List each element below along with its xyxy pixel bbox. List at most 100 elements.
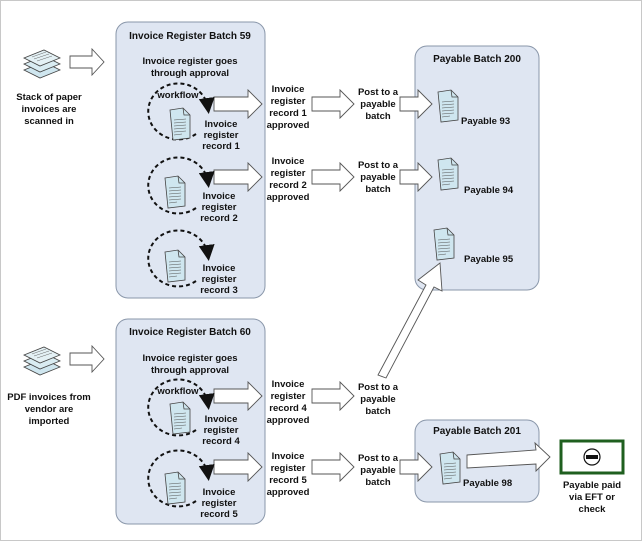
approved5-line-3: record 5 <box>269 475 307 486</box>
batch60-approval-line-2: through approval <box>151 365 229 376</box>
paid-line-2: via EFT or <box>569 492 615 503</box>
invoice-doc-icon-record5 <box>164 471 186 505</box>
pdf-input-line-2: vendor are <box>25 404 74 415</box>
approved1-line-3: record 1 <box>269 108 307 119</box>
arrow-record5-out <box>213 451 263 483</box>
post1-line-1: Post to a <box>358 87 399 98</box>
invoice-doc-icon-record3 <box>164 249 186 283</box>
record1-line-3: record 1 <box>202 141 240 152</box>
record5-line-2: register <box>202 498 237 509</box>
paid-line-3: check <box>579 504 607 515</box>
payable-93-doc-icon <box>437 89 459 123</box>
arrow-payable98-to-paid <box>466 441 551 473</box>
paper-stack-icon <box>23 49 61 79</box>
post5-line-1: Post to a <box>358 453 399 464</box>
approved5-line-2: register <box>271 463 306 474</box>
post4-line-3: batch <box>365 406 391 417</box>
arrow-approved1-to-post <box>311 88 355 120</box>
record1-line-2: register <box>204 130 239 141</box>
post2-line-2: payable <box>360 172 395 183</box>
approved2-line-2: register <box>271 168 306 179</box>
arrow-record4-out <box>213 380 263 412</box>
payable-batch-201-title: Payable Batch 201 <box>433 426 521 437</box>
record2-line-3: record 2 <box>200 213 238 224</box>
workflow-loop-record5 <box>147 449 215 508</box>
payable-98-doc-icon <box>439 451 461 485</box>
pdf-stack-icon <box>23 346 61 376</box>
post1-line-3: batch <box>365 111 391 122</box>
approved5-line-1: Invoice <box>272 451 305 462</box>
approved4-line-3: record 4 <box>269 403 307 414</box>
record3-line-3: record 3 <box>200 285 238 296</box>
record3-line-1: Invoice <box>203 263 236 274</box>
record4-line-1: Invoice <box>205 414 238 425</box>
payable-94-label: Payable 94 <box>464 185 514 196</box>
arrow-pdf-to-batch60 <box>69 344 105 374</box>
post4-line-2: payable <box>360 394 395 405</box>
workflow-label-batch60: workflow <box>156 386 199 397</box>
post2-line-3: batch <box>365 184 391 195</box>
arrow-paper-to-batch59 <box>69 47 105 77</box>
paper-input-line-1: Stack of paper <box>16 92 82 103</box>
payable-94-doc-icon <box>437 157 459 191</box>
post4-line-1: Post to a <box>358 382 399 393</box>
arrow-record1-out <box>213 88 263 120</box>
post2-line-1: Post to a <box>358 160 399 171</box>
record2-line-2: register <box>202 202 237 213</box>
batch60-approval-line-1: Invoice register goes <box>142 353 237 364</box>
workflow-loop-record3 <box>147 229 215 288</box>
batch-59-title: Invoice Register Batch 59 <box>129 31 251 42</box>
invoice-doc-icon-record4 <box>169 401 191 435</box>
record4-line-3: record 4 <box>202 436 240 447</box>
invoice-doc-icon-record2 <box>164 175 186 209</box>
approved1-line-1: Invoice <box>272 84 305 95</box>
arrow-post1-to-payable93 <box>399 88 433 120</box>
payable-batch-200-title: Payable Batch 200 <box>433 54 521 65</box>
arrow-post4-to-payable95 <box>377 262 443 379</box>
paid-line-1: Payable paid <box>563 480 621 491</box>
payment-icon-bar <box>586 455 598 459</box>
pdf-input-line-1: PDF invoices from <box>7 392 90 403</box>
approved4-line-2: register <box>271 391 306 402</box>
approved1-line-2: register <box>271 96 306 107</box>
batch59-approval-line-1: Invoice register goes <box>142 56 237 67</box>
approved2-line-4: approved <box>267 192 310 203</box>
arrow-approved2-to-post <box>311 161 355 193</box>
batch-60-title: Invoice Register Batch 60 <box>129 327 251 338</box>
payable-93-label: Payable 93 <box>461 116 510 127</box>
invoice-doc-icon-record1 <box>169 107 191 141</box>
record2-line-1: Invoice <box>203 191 236 202</box>
post5-line-2: payable <box>360 465 395 476</box>
batch59-approval-line-2: through approval <box>151 68 229 79</box>
workflow-loop-record4 <box>147 378 215 437</box>
approved4-line-4: approved <box>267 415 310 426</box>
post5-line-3: batch <box>365 477 391 488</box>
arrow-approved4-to-post <box>311 380 355 412</box>
approved5-line-4: approved <box>267 487 310 498</box>
approved4-line-1: Invoice <box>272 379 305 390</box>
payable-95-doc-icon <box>433 227 455 261</box>
paper-input-line-3: scanned in <box>24 116 74 127</box>
arrow-post2-to-payable94 <box>399 161 433 193</box>
record3-line-2: register <box>202 274 237 285</box>
approved1-line-4: approved <box>267 120 310 131</box>
workflow-label-batch59: workflow <box>156 90 199 101</box>
workflow-loop-record2 <box>147 156 215 215</box>
arrow-post5-to-payable98 <box>399 451 433 483</box>
invoice-register-batch-60 <box>115 318 266 525</box>
record5-line-3: record 5 <box>200 509 238 520</box>
payable-95-label: Payable 95 <box>464 254 514 265</box>
arrow-approved5-to-post <box>311 451 355 483</box>
record4-line-2: register <box>204 425 239 436</box>
approved2-line-1: Invoice <box>272 156 305 167</box>
arrow-record2-out <box>213 161 263 193</box>
post1-line-2: payable <box>360 99 395 110</box>
paper-input-line-2: invoices are <box>22 104 77 115</box>
record1-line-1: Invoice <box>205 119 238 130</box>
payable-98-label: Payable 98 <box>463 478 512 489</box>
approved2-line-3: record 2 <box>269 180 307 191</box>
pdf-input-line-3: imported <box>29 416 70 427</box>
record5-line-1: Invoice <box>203 487 236 498</box>
